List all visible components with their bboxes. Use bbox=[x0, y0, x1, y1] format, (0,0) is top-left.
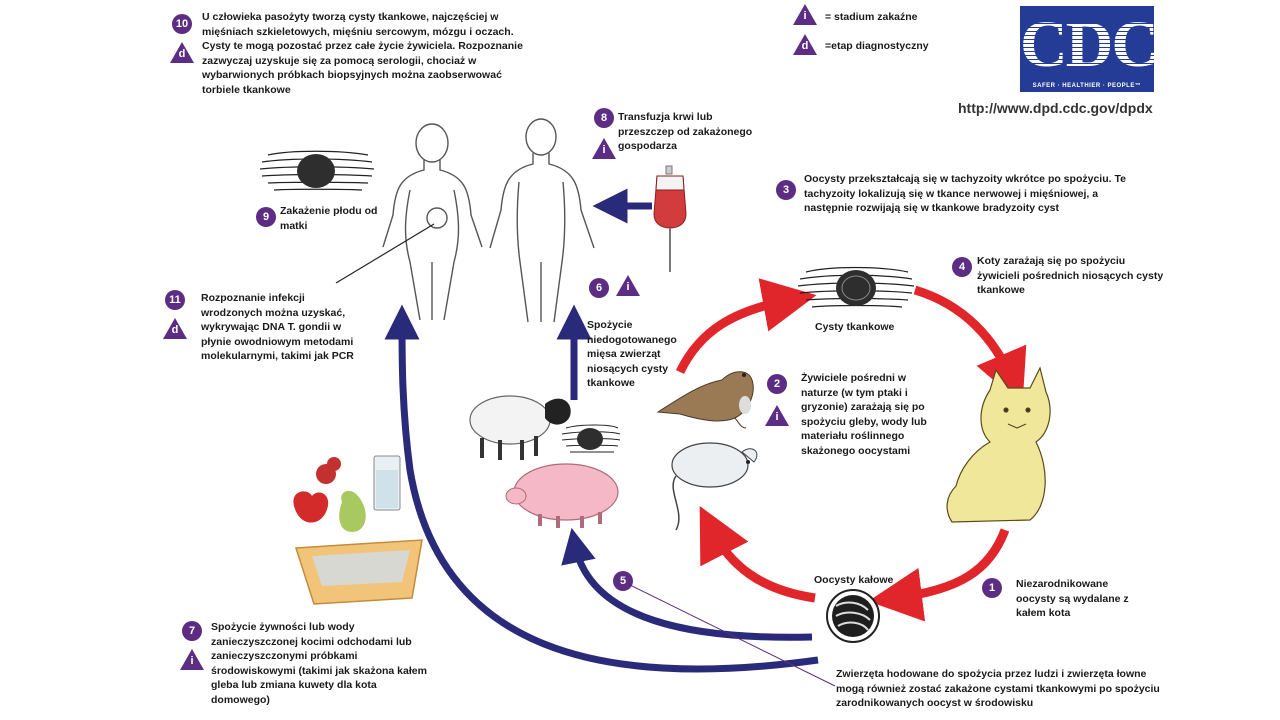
step-2-badge: 2 bbox=[767, 374, 787, 394]
arrow-oocysts-to-livestock bbox=[561, 527, 813, 641]
blood-transfusion-bag bbox=[653, 165, 687, 272]
diagnostic-legend-label: =etap diagnostyczny bbox=[825, 40, 929, 52]
pig-illustration bbox=[505, 463, 619, 528]
step-5-badge: 5 bbox=[613, 571, 633, 591]
step-1-badge: 1 bbox=[982, 578, 1002, 598]
step-4-text: Koty zarażają się po spożyciu żywicieli … bbox=[977, 255, 1164, 296]
arrow-oocysts-to-humans bbox=[384, 304, 819, 673]
male-figure bbox=[489, 118, 595, 323]
female-figure bbox=[382, 123, 483, 321]
step-8-text: Transfuzja krwi lub przeszczep od zakażo… bbox=[618, 111, 753, 152]
step-11-badge: 11 bbox=[165, 290, 185, 310]
step-5-text: Zwierzęta hodowane do spożycia przez lud… bbox=[836, 668, 1160, 709]
red-cycle-arrows bbox=[675, 278, 1027, 622]
cdc-url[interactable]: http://www.dpd.cdc.gov/dpdx bbox=[958, 100, 1153, 116]
contaminated-food-illustration bbox=[293, 455, 401, 532]
rat-illustration bbox=[671, 442, 758, 531]
bird-illustration bbox=[656, 371, 754, 429]
step-7-text: Spożycie żywności lub wody zanieczyszczo… bbox=[211, 621, 427, 706]
arrow-oocysts-to-hosts bbox=[699, 505, 816, 603]
step-11-text: Rozpoznanie infekcji wrodzonych można uz… bbox=[201, 292, 354, 362]
step5-pointer-line bbox=[629, 584, 836, 687]
tissue-cyst-top bbox=[797, 266, 915, 308]
step-6-badge: 6 bbox=[589, 278, 609, 298]
step-8-badge: 8 bbox=[594, 108, 614, 128]
step-6-text: Spożycie niedogotowanego mięsa zwierząt … bbox=[587, 319, 677, 389]
fecal-oocyst-icon bbox=[826, 589, 880, 643]
step-2-text: Żywiciele pośredni w naturze (w tym ptak… bbox=[801, 372, 927, 457]
sheep-illustration bbox=[469, 395, 571, 460]
cdc-logo: CDC SAFER · HEALTHIER · PEOPLE™ bbox=[1020, 6, 1154, 92]
arrow-cysts-to-cat bbox=[913, 285, 1027, 405]
human-figures bbox=[382, 118, 595, 323]
infective-legend-label: = stadium zakaźne bbox=[825, 11, 918, 23]
step-10-badge: 10 bbox=[172, 14, 192, 34]
fecal-oocysts-label: Oocysty kałowe bbox=[814, 574, 894, 586]
arrow-cat-to-oocysts bbox=[868, 528, 1010, 622]
step-3-text: Oocysty przekształcają się w tachyzoity … bbox=[804, 173, 1126, 214]
cat-illustration bbox=[946, 366, 1051, 523]
step-4-badge: 4 bbox=[952, 257, 972, 277]
step-10-text: U człowieka pasożyty tworzą cysty tkanko… bbox=[202, 11, 523, 96]
step-7-badge: 7 bbox=[182, 621, 202, 641]
blue-transmission-arrows bbox=[384, 188, 819, 673]
tissue-cysts-label: Cysty tkankowe bbox=[815, 321, 895, 333]
litter-box-illustration bbox=[294, 539, 423, 605]
amniotic-pointer-line bbox=[335, 223, 435, 284]
tissue-cyst-human bbox=[259, 150, 375, 191]
arrow-hosts-to-cysts bbox=[675, 278, 817, 374]
step-1-text: Niezarodnikowane oocysty są wydalane z k… bbox=[1016, 578, 1129, 619]
tissue-cyst-livestock bbox=[561, 424, 621, 453]
cdc-logo-tagline: SAFER · HEALTHIER · PEOPLE™ bbox=[1032, 83, 1142, 89]
step-9-text: Zakażenie płodu od matki bbox=[280, 205, 378, 232]
step-3-badge: 3 bbox=[776, 180, 796, 200]
step-9-badge: 9 bbox=[256, 207, 276, 227]
